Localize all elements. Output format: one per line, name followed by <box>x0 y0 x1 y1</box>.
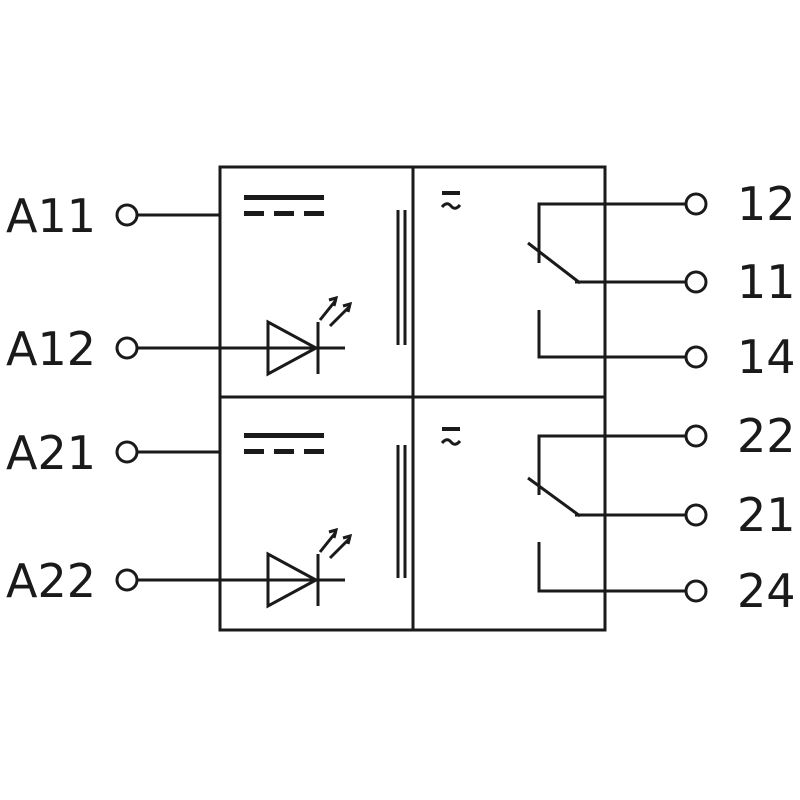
terminal-a22[interactable] <box>115 568 345 592</box>
terminal-14[interactable] <box>684 345 708 369</box>
led-icon <box>266 295 353 377</box>
terminal-a22-label: A22 <box>6 554 96 608</box>
ac-dc-symbol-icon <box>440 427 462 446</box>
terminal-11-label: 11 <box>737 255 796 309</box>
terminal-12[interactable] <box>684 192 708 216</box>
terminal-21-label: 21 <box>737 488 796 542</box>
terminal-a21-label: A21 <box>6 426 96 480</box>
terminal-14-label: 14 <box>737 330 796 384</box>
terminal-22-label: 22 <box>737 409 796 463</box>
ac-dc-symbol-icon <box>440 191 462 210</box>
changeover-contact-1 <box>527 202 686 359</box>
terminal-11[interactable] <box>684 270 708 294</box>
terminal-24[interactable] <box>684 579 708 603</box>
terminal-22[interactable] <box>684 424 708 448</box>
terminal-12-label: 12 <box>737 177 796 231</box>
dc-symbol-icon <box>244 195 324 216</box>
channel-1: A11 A12 <box>6 177 796 384</box>
terminal-a12-label: A12 <box>6 322 96 376</box>
terminal-21[interactable] <box>684 503 708 527</box>
terminal-a11-label: A11 <box>6 189 96 243</box>
terminal-24-label: 24 <box>737 564 796 618</box>
terminal-a21[interactable] <box>115 440 220 464</box>
channel-2: A21 A22 <box>6 409 796 618</box>
led-icon <box>266 527 353 609</box>
terminal-a12[interactable] <box>115 336 345 360</box>
terminal-a11[interactable] <box>115 203 220 227</box>
changeover-contact-2 <box>527 434 686 593</box>
dc-symbol-icon <box>244 433 324 454</box>
